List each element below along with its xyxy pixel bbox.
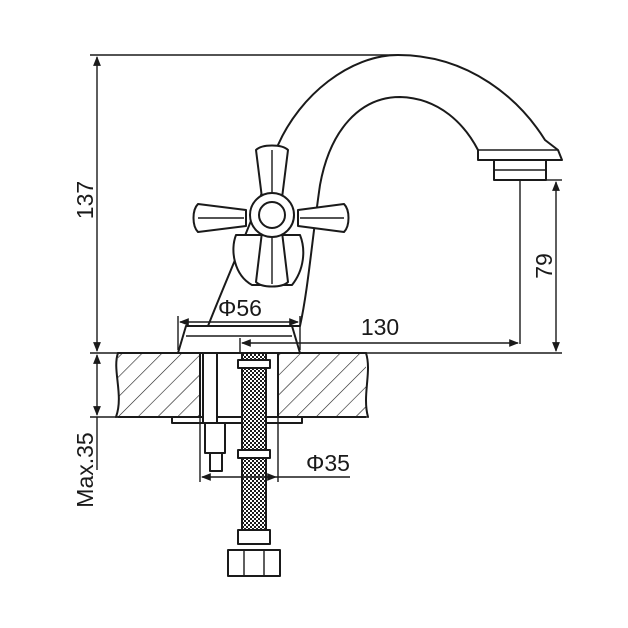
dimension-max-thickness-label: Max.35 [72,432,98,507]
dimension-base-diameter: Φ56 [177,295,301,350]
dimension-hole-diameter-label: Φ35 [306,450,350,476]
threaded-shank [202,352,226,472]
dimension-spout-clearance-label: 79 [531,253,557,279]
dimension-spout-clearance: 79 [300,179,562,354]
dimension-max-thickness: Max.35 [72,354,118,508]
faucet-base [177,325,301,354]
dimension-hole-diameter: Φ35 [199,417,350,482]
dimension-base-diameter-label: Φ56 [218,295,262,321]
dimension-total-height-label: 137 [72,181,98,219]
mounting-plate [171,416,303,424]
flexible-hose [227,352,281,577]
dimension-reach: 130 [239,180,521,352]
dimension-reach-label: 130 [361,314,399,340]
dimension-total-height: 137 [72,54,398,354]
cross-handle [192,144,350,288]
